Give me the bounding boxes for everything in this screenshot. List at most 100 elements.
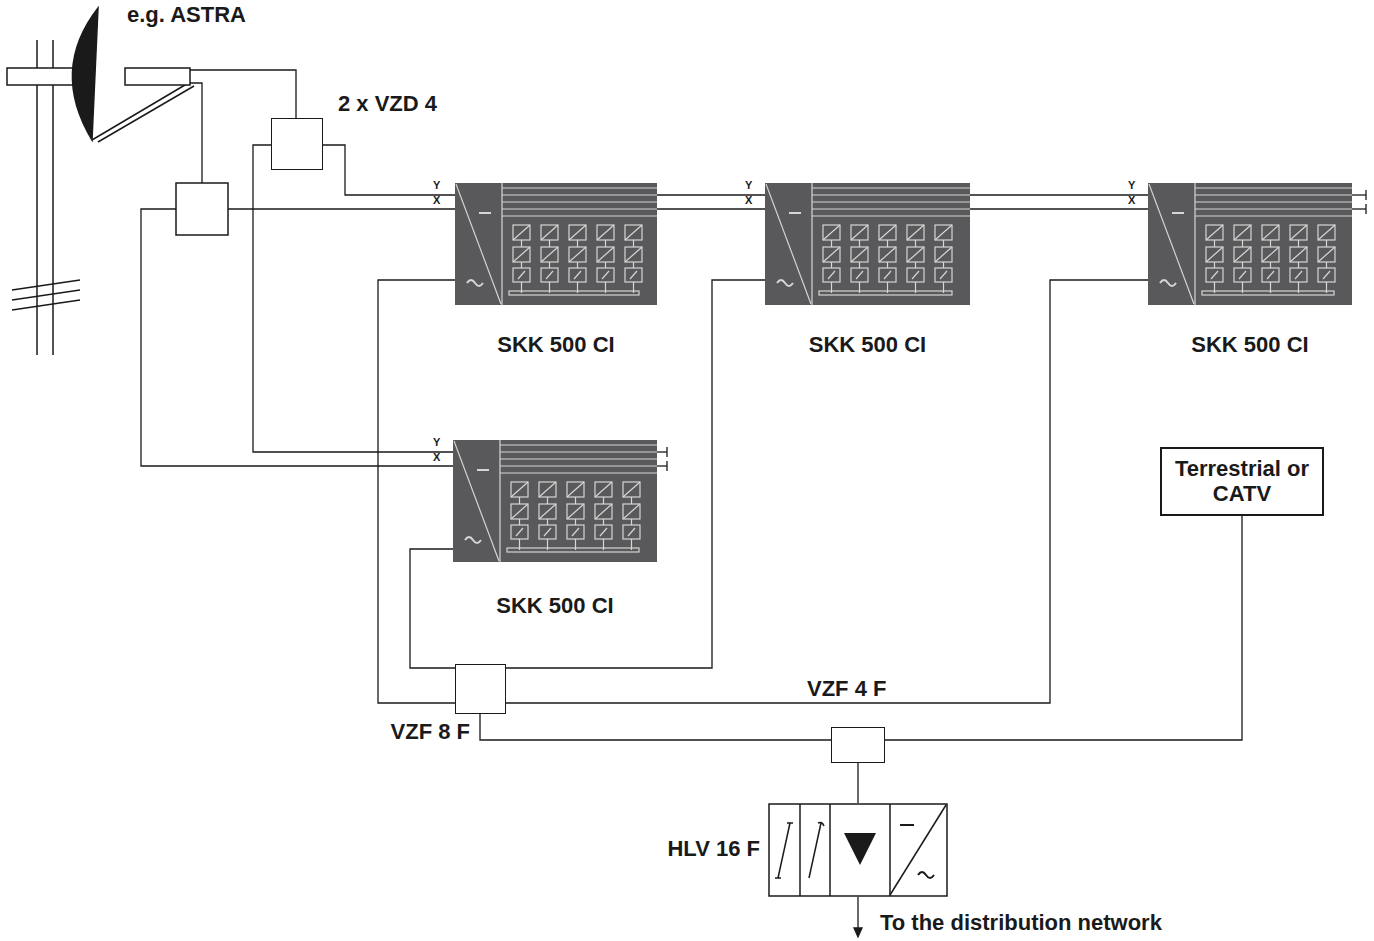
module bbox=[1234, 225, 1251, 240]
bus-line bbox=[502, 187, 657, 188]
module bbox=[625, 225, 642, 240]
module-link bbox=[1298, 240, 1299, 247]
attenuator bbox=[775, 877, 781, 879]
module-link bbox=[577, 240, 578, 247]
divider bbox=[889, 804, 891, 896]
module-mark bbox=[879, 247, 896, 262]
module-link bbox=[831, 262, 832, 268]
combiner-box: VZF 4 F bbox=[831, 727, 885, 763]
wire bbox=[190, 83, 202, 183]
module-mark bbox=[572, 528, 579, 536]
module-mark bbox=[567, 482, 584, 497]
signal-name: Y bbox=[745, 180, 752, 191]
pole bbox=[52, 40, 54, 355]
tilde-symbol bbox=[918, 872, 934, 878]
module-link bbox=[887, 240, 888, 247]
coax-connector bbox=[970, 208, 1148, 209]
module-link bbox=[631, 519, 632, 525]
module-link bbox=[859, 240, 860, 247]
output-bus bbox=[509, 291, 639, 295]
module-link bbox=[603, 519, 604, 525]
device-label: HLV 16 F bbox=[667, 837, 760, 860]
module bbox=[879, 225, 896, 240]
divider bbox=[1194, 183, 1195, 305]
module-mark bbox=[1234, 247, 1251, 262]
bus-line bbox=[812, 201, 970, 202]
module bbox=[625, 247, 642, 262]
splitter-box bbox=[176, 183, 228, 235]
terminator bbox=[666, 461, 667, 471]
bus-line bbox=[1195, 194, 1352, 195]
amplifier-panel bbox=[453, 440, 657, 562]
pole bbox=[36, 40, 38, 355]
tilde-symbol bbox=[1160, 280, 1176, 286]
module bbox=[1262, 268, 1279, 282]
break-mark bbox=[12, 300, 80, 310]
bus-line bbox=[500, 458, 657, 459]
minus-symbol bbox=[1172, 212, 1184, 214]
module-mark bbox=[600, 528, 607, 536]
wire bbox=[657, 451, 667, 452]
module bbox=[907, 247, 924, 262]
output-bus bbox=[507, 548, 639, 552]
wire bbox=[190, 70, 296, 118]
device-label: SKK 500 CI bbox=[1148, 333, 1352, 356]
module-mark bbox=[940, 271, 947, 279]
module-link bbox=[1326, 240, 1327, 247]
coax-connector bbox=[378, 280, 455, 703]
coax-connector bbox=[885, 516, 1242, 740]
module-link bbox=[943, 262, 944, 268]
module bbox=[623, 504, 640, 519]
module-mark bbox=[1206, 225, 1223, 240]
module bbox=[935, 247, 952, 262]
tilde-symbol bbox=[467, 280, 483, 286]
module bbox=[879, 247, 896, 262]
module-link bbox=[577, 262, 578, 268]
bus-line bbox=[500, 444, 657, 445]
module-link bbox=[519, 519, 520, 525]
tilde-symbol bbox=[777, 280, 793, 286]
module bbox=[1206, 247, 1223, 262]
module-mark bbox=[828, 271, 835, 279]
module-mark bbox=[1295, 271, 1302, 279]
module-mark bbox=[907, 225, 924, 240]
terminator bbox=[1365, 204, 1366, 214]
device-label: 2 x VZD 4 bbox=[338, 92, 437, 115]
module bbox=[1262, 247, 1279, 262]
module-mark bbox=[879, 225, 896, 240]
bus-line bbox=[502, 194, 657, 195]
coax-connector bbox=[323, 145, 455, 195]
module-link bbox=[831, 240, 832, 247]
module bbox=[823, 225, 840, 240]
module-link bbox=[631, 497, 632, 504]
module-link bbox=[547, 519, 548, 525]
module-link bbox=[575, 519, 576, 525]
module-mark bbox=[851, 247, 868, 262]
module-mark bbox=[569, 225, 586, 240]
module-link bbox=[605, 262, 606, 268]
module bbox=[1206, 268, 1223, 282]
module bbox=[567, 525, 584, 539]
compact-headend: SKK 500 CI bbox=[765, 183, 970, 305]
module-link bbox=[549, 262, 550, 268]
wire bbox=[141, 209, 453, 466]
coax-connector bbox=[253, 145, 453, 452]
module bbox=[539, 482, 556, 497]
feed-arm bbox=[92, 82, 190, 140]
attenuator bbox=[778, 823, 790, 878]
module-mark bbox=[856, 271, 863, 279]
module-link bbox=[943, 240, 944, 247]
module bbox=[511, 525, 528, 539]
source-box: Terrestrial or CATV bbox=[1160, 447, 1324, 516]
module bbox=[1290, 225, 1307, 240]
device-label: SKK 500 CI bbox=[765, 333, 970, 356]
diagonal bbox=[1149, 184, 1194, 304]
module-link bbox=[633, 240, 634, 247]
coax-connector bbox=[970, 194, 1148, 195]
device-label: VZF 4 F bbox=[807, 677, 886, 700]
wire bbox=[657, 465, 667, 466]
module bbox=[1290, 268, 1307, 282]
module bbox=[539, 504, 556, 519]
combiner-box: VZF 8 F bbox=[455, 664, 506, 714]
module-mark bbox=[595, 504, 612, 519]
